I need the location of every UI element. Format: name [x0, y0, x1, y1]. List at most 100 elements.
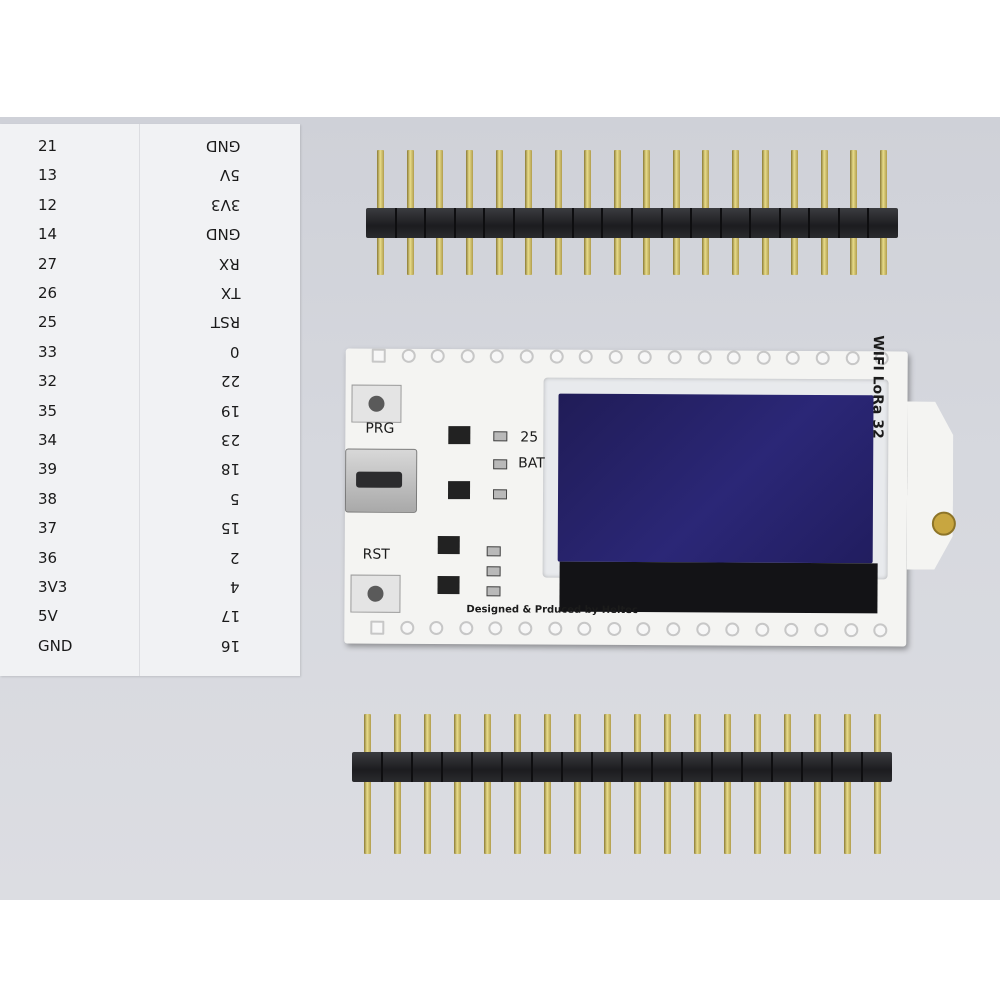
header-segment-divider [801, 752, 803, 782]
header-segment-divider [531, 752, 533, 782]
header-pin [423, 714, 431, 854]
prg-label: PRG [365, 420, 395, 437]
pin-label-left: 36 [38, 548, 58, 567]
lora-board: PRG RST 25 BAT WIFI LoRa 32 Designed & P… [344, 335, 956, 647]
prg-button[interactable] [351, 384, 402, 423]
header-hole [430, 348, 445, 364]
pin-label-right: RST [210, 313, 240, 332]
pin-label-right: 16 [220, 636, 240, 655]
header-segment-divider [690, 208, 693, 238]
header-hole [638, 350, 653, 365]
pin-label-left: 37 [38, 519, 58, 538]
header-pin [483, 714, 491, 854]
header-segment-divider [861, 752, 863, 782]
header-hole [519, 349, 534, 364]
header-hole [814, 622, 829, 638]
header-pin [663, 714, 671, 854]
ic-chip-4 [437, 576, 460, 595]
header-segment-divider [571, 208, 574, 238]
pin-label-right: 4 [230, 578, 240, 596]
ic-chip-1 [448, 426, 471, 445]
pin-label-left: 27 [38, 254, 58, 273]
pin-label-right: GND [205, 225, 240, 244]
header-hole [547, 621, 562, 636]
pin-label-left: GND [38, 636, 73, 655]
header-segment-divider [381, 752, 383, 782]
header-hole [845, 351, 860, 366]
header-hole [755, 622, 770, 637]
header-segment-divider [512, 208, 515, 238]
pin-label-left: 33 [38, 342, 58, 361]
header-hole [371, 348, 386, 363]
header-hole [578, 349, 593, 364]
header-segment-divider [808, 208, 811, 238]
header-hole [401, 348, 416, 363]
rst-label: RST [362, 546, 390, 563]
pin-label-left: 3V3 [38, 578, 68, 596]
header-hole [843, 623, 858, 638]
pin-label-right: 17 [220, 607, 240, 626]
pin-label-row: 27 RX [0, 251, 300, 280]
usb-slot [356, 471, 403, 488]
pin-label-left: 25 [38, 313, 58, 332]
header-segment-divider [561, 752, 563, 782]
header-segment-divider [771, 752, 773, 782]
oled-display [557, 393, 874, 564]
header-hole [460, 349, 475, 364]
board-title: WIFI LoRa 32 [869, 335, 886, 439]
pin-label-right: 5V [220, 166, 240, 185]
smd-component-2 [493, 459, 508, 470]
pin-label-left: 13 [38, 166, 58, 185]
header-hole [549, 349, 564, 364]
header-segment-divider [719, 208, 722, 238]
smd-component-5 [486, 566, 501, 577]
pin-label-left: 26 [38, 284, 58, 302]
header-hole [370, 620, 385, 635]
header-hole [577, 621, 592, 636]
header-segment-divider [501, 752, 503, 782]
header-segment-divider [837, 208, 840, 238]
header-hole [608, 349, 623, 364]
pin-label-right: 23 [220, 431, 240, 449]
header-pin [363, 714, 371, 854]
header-pin [633, 714, 641, 854]
header-hole [459, 621, 474, 636]
pin-header-bottom [352, 714, 892, 854]
micro-usb-port[interactable] [344, 448, 418, 513]
pin-label-row: 36 2 [0, 545, 300, 574]
header-hole [756, 350, 771, 365]
header-hole [636, 622, 651, 637]
pin-header-top [366, 150, 898, 275]
header-hole [784, 622, 799, 637]
header-pin [783, 714, 791, 854]
rst-knob [367, 585, 384, 602]
header-segment-divider [831, 752, 833, 782]
header-pin [603, 714, 611, 854]
header-hole [666, 622, 681, 637]
prg-knob [368, 395, 385, 412]
pin-label-right: RX [219, 254, 240, 273]
header-pin [843, 714, 851, 854]
header-segment-divider [591, 752, 593, 782]
ic-chip-3 [437, 536, 460, 555]
header-pin [513, 714, 521, 854]
rst-button[interactable] [350, 574, 401, 613]
smd-component-1 [493, 431, 508, 442]
header-hole [518, 621, 533, 636]
header-segment-divider [411, 752, 413, 782]
pin-label-row: 13 5V [0, 162, 300, 191]
header-pin [873, 714, 881, 854]
pin-label-right: GND [205, 137, 240, 155]
header-segment-divider [483, 208, 486, 238]
pin-label-right: 2 [230, 548, 240, 567]
